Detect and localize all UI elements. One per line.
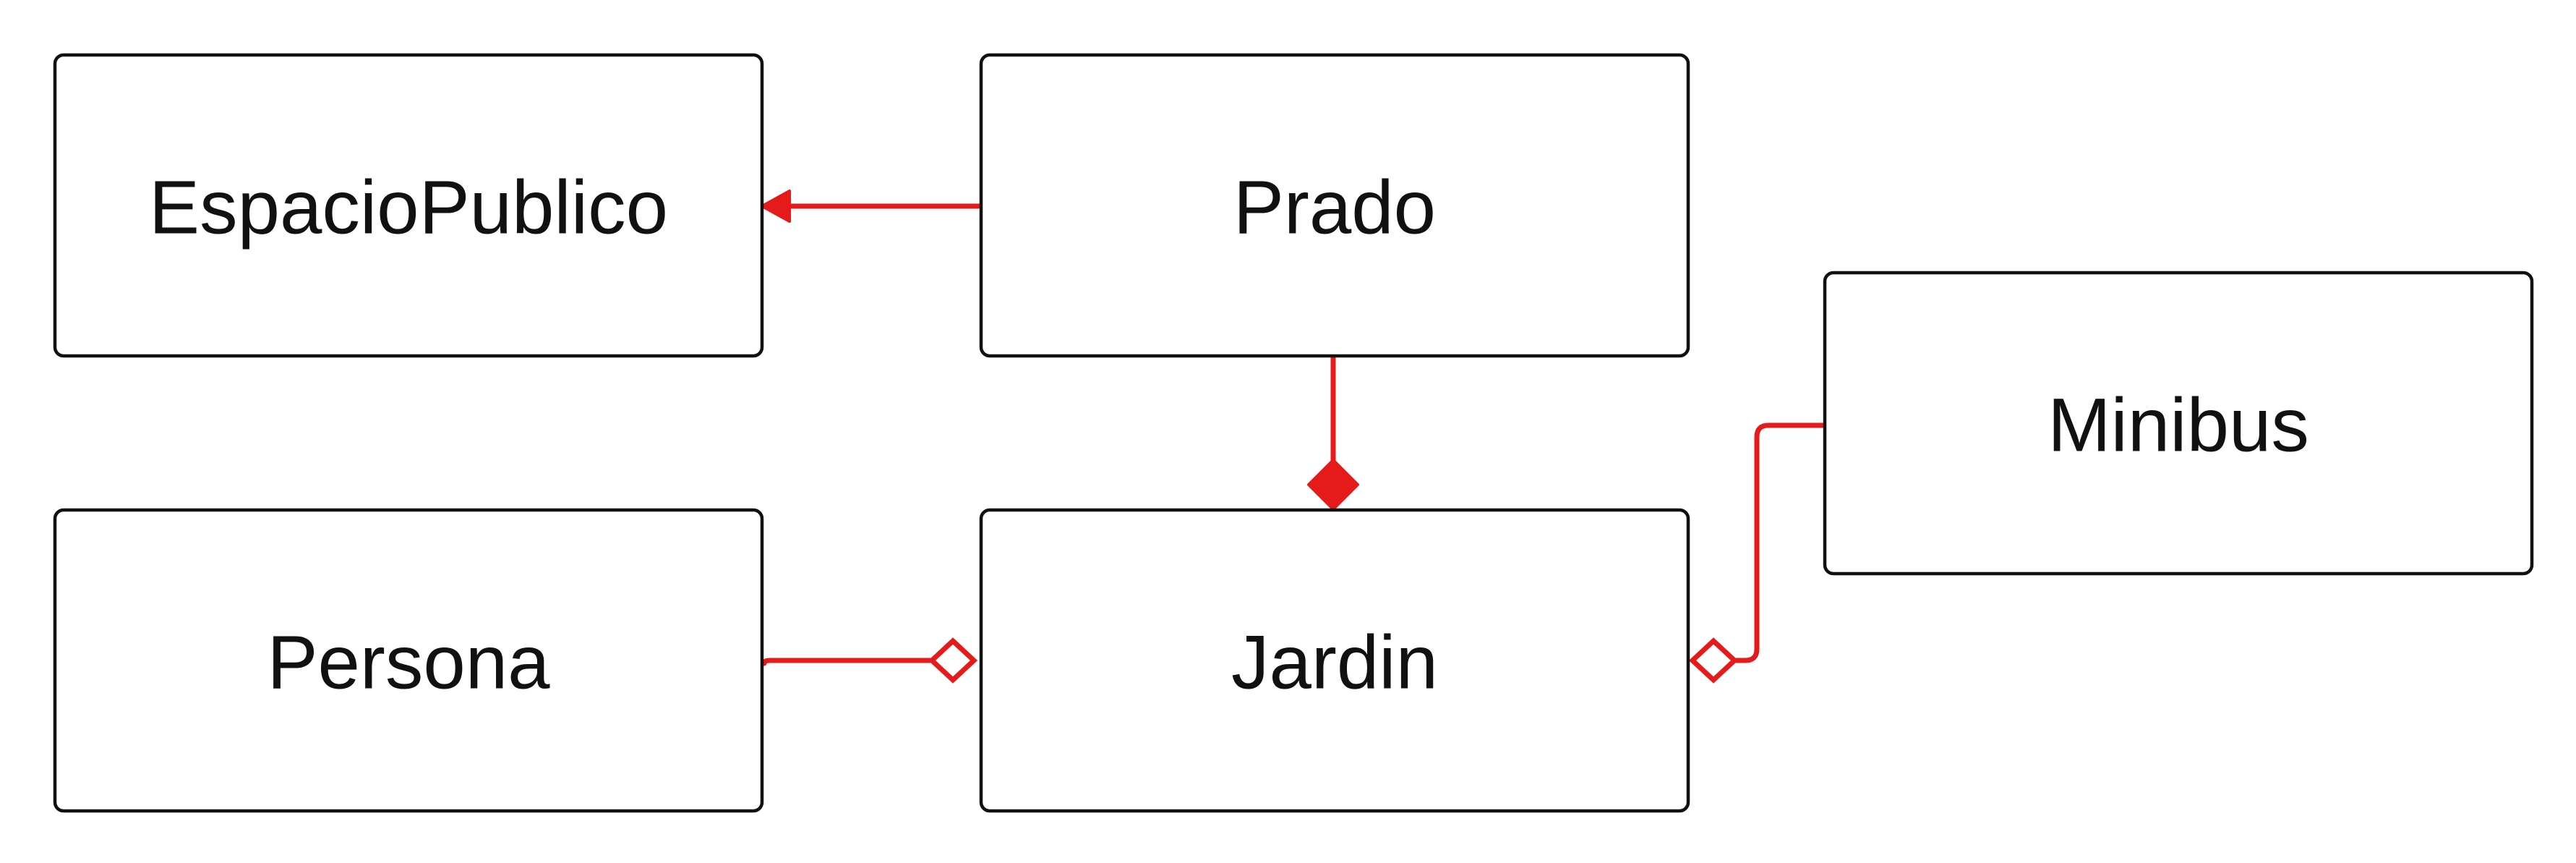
- edge-prado-jardin-composition: [1307, 354, 1359, 511]
- class-name: Persona: [267, 621, 550, 705]
- filled-diamond-icon: [1307, 459, 1359, 511]
- edge-line: [1732, 422, 1826, 663]
- class-name: Minibus: [2047, 383, 2309, 468]
- class-box-minibus[interactable]: Minibus: [1823, 271, 2534, 576]
- hollow-diamond-icon: [928, 637, 978, 684]
- edge-persona-jardin-aggregation: [761, 637, 978, 684]
- edge-prado-espaciopublico-inheritance: [761, 190, 984, 223]
- edge-minibus-jardin-aggregation: [1688, 422, 1826, 684]
- class-box-persona[interactable]: Persona: [53, 508, 764, 813]
- class-name: EspacioPublico: [149, 166, 668, 250]
- edge-line: [761, 658, 935, 666]
- class-box-espaciopublico[interactable]: EspacioPublico: [53, 53, 764, 358]
- class-name: Jardin: [1231, 621, 1438, 705]
- class-name: Prado: [1233, 166, 1436, 250]
- arrow-head-icon: [761, 190, 791, 223]
- hollow-diamond-icon: [1688, 637, 1739, 684]
- class-box-jardin[interactable]: Jardin: [979, 508, 1690, 813]
- class-box-prado[interactable]: Prado: [979, 53, 1690, 358]
